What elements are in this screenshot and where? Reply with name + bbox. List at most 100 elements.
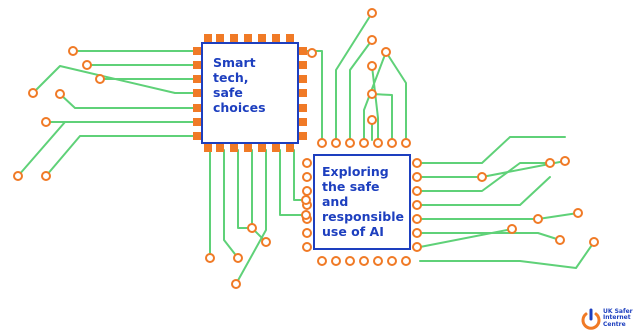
solder-pad <box>412 186 422 196</box>
solder-pad <box>317 256 327 266</box>
chip-pin <box>286 144 294 152</box>
solder-pad <box>301 210 311 220</box>
solder-pad <box>82 60 92 70</box>
chip-pin <box>193 132 201 140</box>
solder-pad <box>545 158 555 168</box>
chip-pin <box>193 47 201 55</box>
chip-pin <box>193 89 201 97</box>
solder-pad <box>345 256 355 266</box>
solder-pad <box>560 156 570 166</box>
chip-pin <box>193 75 201 83</box>
trace-line <box>419 212 579 220</box>
chip-1-label: Smart tech, safe choices <box>213 55 266 115</box>
chip-2 <box>313 154 411 250</box>
chip-pin <box>244 34 252 42</box>
chip-2-label: Exploring the safe and responsible use o… <box>322 164 404 239</box>
chip-pin <box>230 144 238 152</box>
trace-line <box>385 51 407 141</box>
trace-line <box>17 121 196 177</box>
uk-safer-internet-centre-logo: UK Safer Internet Centre <box>580 306 640 334</box>
solder-pad <box>302 228 312 238</box>
solder-pad <box>301 195 311 205</box>
chip-pin <box>299 104 307 112</box>
solder-pad <box>367 89 377 99</box>
trace-line <box>223 149 239 259</box>
chip-pin <box>193 61 201 69</box>
solder-pad <box>367 115 377 125</box>
chip-pin <box>193 118 201 126</box>
solder-pad <box>231 279 241 289</box>
solder-pad <box>507 224 517 234</box>
solder-pad <box>373 256 383 266</box>
chip-pin <box>216 34 224 42</box>
chip-pin <box>299 75 307 83</box>
chips <box>201 42 411 250</box>
trace-line <box>371 93 393 141</box>
solder-pads <box>13 8 599 289</box>
solder-pad <box>412 228 422 238</box>
solder-pad <box>367 61 377 71</box>
solder-pad <box>412 242 422 252</box>
solder-pad <box>13 171 23 181</box>
solder-pad <box>28 88 38 98</box>
solder-pad <box>555 235 565 245</box>
trace-line <box>363 51 387 141</box>
trace-line <box>419 241 595 269</box>
trace-line <box>349 39 373 141</box>
solder-pad <box>412 172 422 182</box>
trace-line <box>235 149 267 285</box>
solder-pad <box>55 89 65 99</box>
solder-pad <box>477 172 487 182</box>
chip-pin <box>299 47 307 55</box>
solder-pad <box>302 242 312 252</box>
solder-pad <box>367 8 377 18</box>
chip-pin <box>244 144 252 152</box>
chip-pin <box>272 34 280 42</box>
solder-pad <box>41 117 51 127</box>
chip-pin <box>299 89 307 97</box>
chip-1 <box>201 42 299 144</box>
solder-pad <box>589 237 599 247</box>
trace-line <box>419 162 551 192</box>
solder-pad <box>401 138 411 148</box>
chip-pin <box>258 144 266 152</box>
power-icon <box>581 308 601 330</box>
solder-pad <box>307 48 317 58</box>
chip-pin <box>216 144 224 152</box>
solder-pad <box>205 253 215 263</box>
chip-pin <box>204 144 212 152</box>
chip-pin <box>299 118 307 126</box>
chip-pin <box>286 34 294 42</box>
solder-pad <box>412 200 422 210</box>
solder-pad <box>412 214 422 224</box>
solder-pad <box>373 138 383 148</box>
chip-pin <box>272 144 280 152</box>
solder-pad <box>317 138 327 148</box>
solder-pad <box>359 256 369 266</box>
trace-line <box>419 228 513 248</box>
solder-pad <box>68 46 78 56</box>
solder-pad <box>41 171 51 181</box>
solder-pad <box>345 138 355 148</box>
logo-text: UK Safer Internet Centre <box>603 308 633 328</box>
chip-pins <box>193 34 307 152</box>
solder-pad <box>331 256 341 266</box>
solder-pad <box>247 223 257 233</box>
trace-line <box>45 135 196 177</box>
solder-pad <box>387 256 397 266</box>
solder-pad <box>95 74 105 84</box>
solder-pad <box>533 214 543 224</box>
chip-pin <box>193 104 201 112</box>
solder-pad <box>412 158 422 168</box>
solder-pad <box>573 208 583 218</box>
trace-line <box>279 149 307 216</box>
solder-pad <box>331 138 341 148</box>
solder-pad <box>367 35 377 45</box>
trace-line <box>419 232 561 241</box>
trace-line <box>335 12 373 141</box>
chip-pin <box>299 61 307 69</box>
chip-pin <box>258 34 266 42</box>
solder-pad <box>261 237 271 247</box>
